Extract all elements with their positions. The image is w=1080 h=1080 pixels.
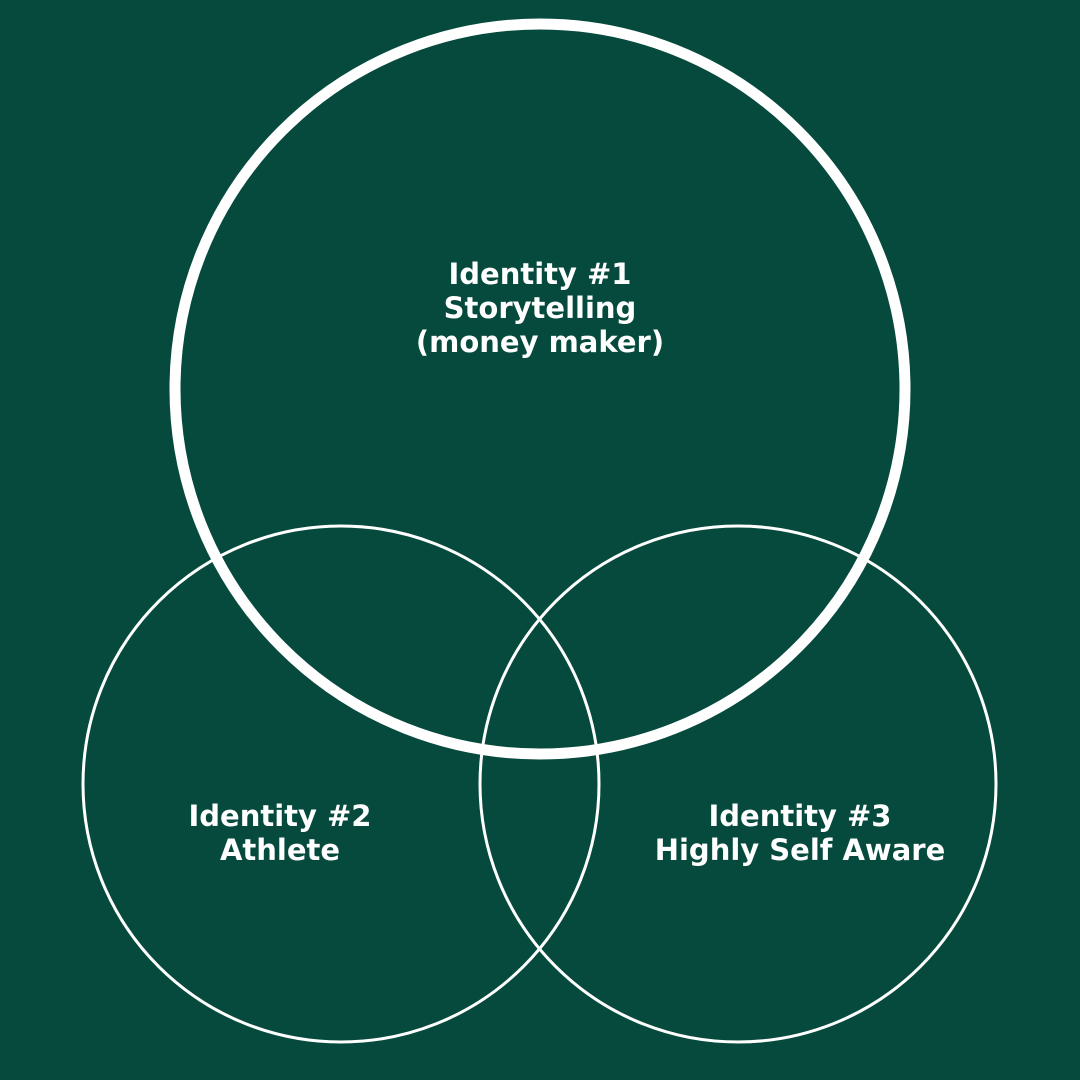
identity-3-title: Identity #3 [708,799,892,833]
identity-1-subtitle: Storytelling [443,291,637,325]
circle-identity-1 [169,18,911,760]
identity-3-label: Identity #3 Highly Self Aware [640,799,960,867]
circle-identity-3 [478,524,998,1044]
identity-2-label: Identity #2 Athlete [130,799,430,867]
identity-2-subtitle: Athlete [219,833,341,867]
circle-identity-2 [81,524,601,1044]
identity-1-label: Identity #1 Storytelling (money maker) [340,257,740,359]
identity-1-title: Identity #1 [448,257,632,291]
identity-2-title: Identity #2 [188,799,372,833]
identity-1-note: (money maker) [415,325,665,359]
identity-3-subtitle: Highly Self Aware [654,833,946,867]
